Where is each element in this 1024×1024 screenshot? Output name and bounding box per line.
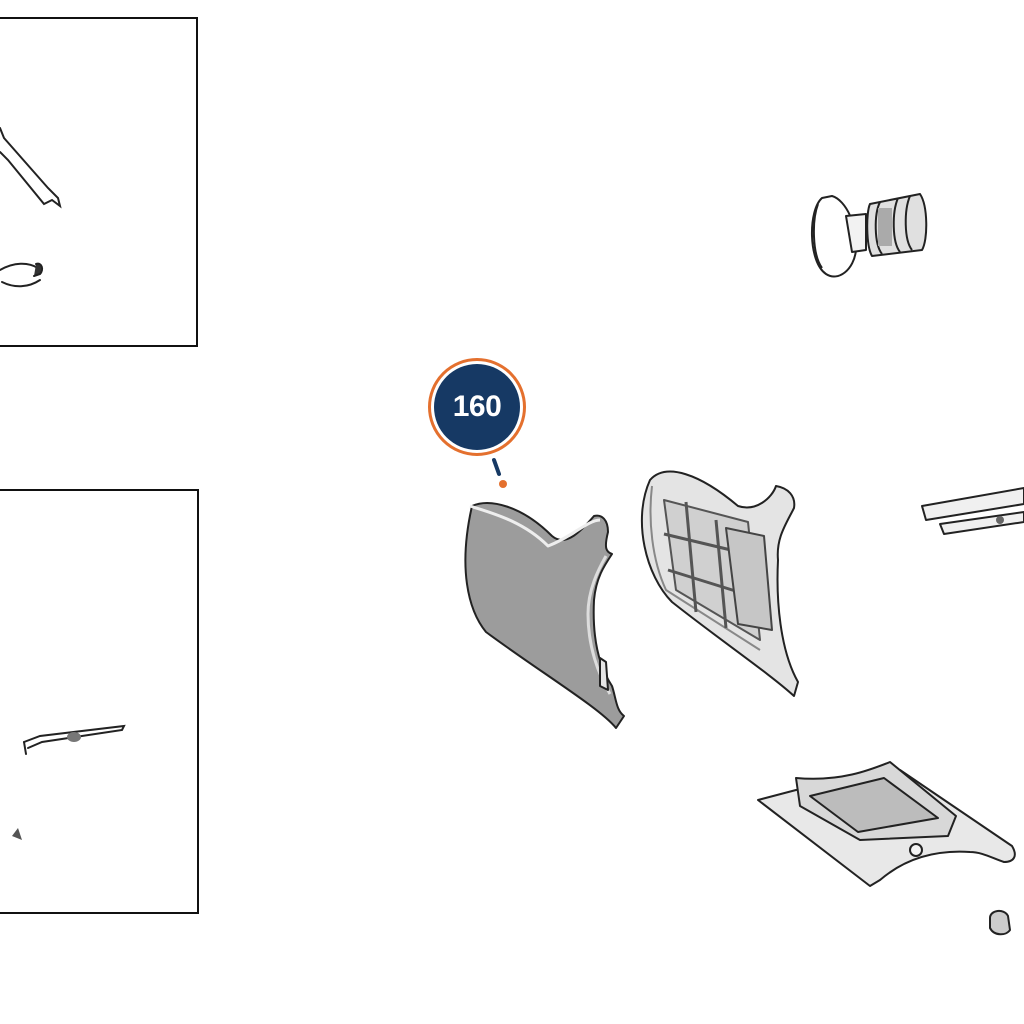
inset-detail-bottom [0,489,199,914]
callout-badge-fill: 160 [434,364,520,450]
bolt-part [989,910,1012,936]
inset-bottom-fragments [12,724,126,840]
tray-base-part [757,761,1016,887]
callout-leader [492,458,507,488]
frame-panel-part [640,470,799,697]
inset-top-fragments [0,127,62,288]
callout-number: 160 [452,390,502,423]
knob-part [811,193,928,278]
part-160-panel [464,502,625,729]
callout-badge-160[interactable]: 160 [428,358,526,456]
rod-part [921,487,1024,535]
